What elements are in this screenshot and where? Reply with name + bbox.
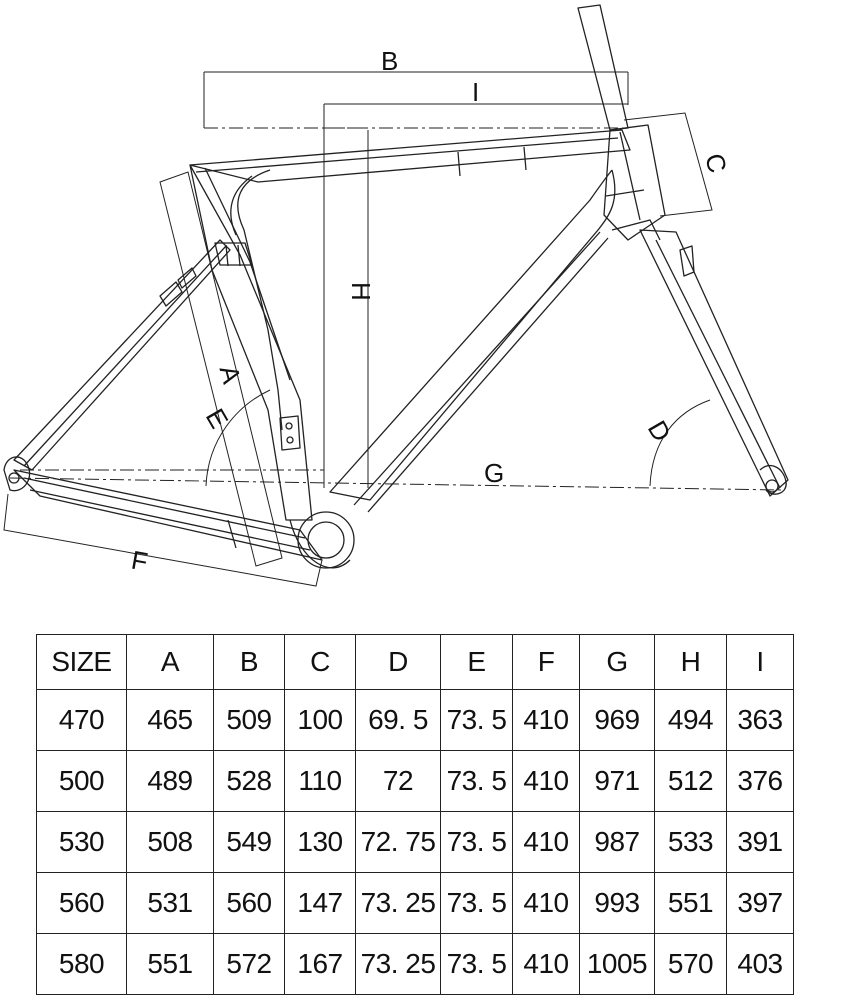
table-cell: 410 xyxy=(512,750,580,812)
table-cell: 130 xyxy=(284,811,356,873)
table-cell: 531 xyxy=(126,872,214,934)
table-cell: 73. 5 xyxy=(440,750,513,812)
table-cell: 512 xyxy=(654,750,727,812)
table-cell: 465 xyxy=(126,689,214,751)
table-cell: 73. 25 xyxy=(355,933,441,995)
label-i: I xyxy=(472,77,479,107)
table-cell: 410 xyxy=(512,933,580,995)
table-cell: 73. 5 xyxy=(440,872,513,934)
table-cell: 528 xyxy=(213,750,285,812)
steerer xyxy=(577,4,629,131)
frame-geometry-diagram: B I C H A E D G F xyxy=(3,4,789,587)
label-e: E xyxy=(200,403,235,433)
table-cell: 500 xyxy=(36,750,127,812)
label-g: G xyxy=(484,458,504,488)
table-cell: 470 xyxy=(36,689,127,751)
table-cell: 508 xyxy=(126,811,214,873)
label-b: B xyxy=(381,46,398,76)
table-header-cell: I xyxy=(726,634,794,690)
table-cell: 110 xyxy=(284,750,356,812)
table-cell: 72. 75 xyxy=(355,811,441,873)
label-d: D xyxy=(642,415,677,446)
head-tube xyxy=(603,124,666,241)
chain-stay xyxy=(13,469,323,561)
top-tube xyxy=(189,129,631,183)
table-cell: 73. 5 xyxy=(440,811,513,873)
table-header-cell: SIZE xyxy=(36,634,127,690)
table-cell: 73. 25 xyxy=(355,872,441,934)
table-cell: 403 xyxy=(726,933,794,995)
table-cell: 391 xyxy=(726,811,794,873)
bottom-bracket xyxy=(297,511,355,569)
table-cell: 489 xyxy=(126,750,214,812)
table-cell: 73. 5 xyxy=(440,933,513,995)
label-a: A xyxy=(214,362,248,387)
table-header-cell: H xyxy=(654,634,727,690)
table-header-cell: E xyxy=(440,634,513,690)
table-cell: 167 xyxy=(284,933,356,995)
table-cell: 397 xyxy=(726,872,794,934)
table-header-cell: G xyxy=(579,634,655,690)
table-cell: 72 xyxy=(355,750,441,812)
seat-tube xyxy=(189,164,313,521)
table-cell: 1005 xyxy=(579,933,655,995)
table-cell: 572 xyxy=(213,933,285,995)
table-cell: 993 xyxy=(579,872,655,934)
seat-stay xyxy=(13,239,231,471)
table-cell: 69. 5 xyxy=(355,689,441,751)
table-header-cell: C xyxy=(284,634,356,690)
table-cell: 509 xyxy=(213,689,285,751)
table-cell: 363 xyxy=(726,689,794,751)
table-cell: 73. 5 xyxy=(440,689,513,751)
table-cell: 560 xyxy=(36,872,127,934)
table-cell: 987 xyxy=(579,811,655,873)
table-cell: 969 xyxy=(579,689,655,751)
table-cell: 410 xyxy=(512,872,580,934)
table-cell: 533 xyxy=(654,811,727,873)
table-cell: 376 xyxy=(726,750,794,812)
table-cell: 560 xyxy=(213,872,285,934)
rear-dropout xyxy=(3,456,31,492)
table-header-cell: B xyxy=(213,634,285,690)
label-c: C xyxy=(699,150,733,176)
table-header-cell: A xyxy=(126,634,214,690)
table-cell: 147 xyxy=(284,872,356,934)
table-cell: 971 xyxy=(579,750,655,812)
table-header-cell: F xyxy=(512,634,580,690)
table-cell: 410 xyxy=(512,811,580,873)
table-cell: 410 xyxy=(512,689,580,751)
label-h: H xyxy=(346,282,376,301)
table-header-cell: D xyxy=(355,634,441,690)
table-cell: 551 xyxy=(126,933,214,995)
table-cell: 494 xyxy=(654,689,727,751)
label-f: F xyxy=(129,545,150,577)
table-cell: 580 xyxy=(36,933,127,995)
table-cell: 530 xyxy=(36,811,127,873)
table-cell: 570 xyxy=(654,933,727,995)
down-tube xyxy=(329,169,616,501)
table-cell: 549 xyxy=(213,811,285,873)
table-cell: 551 xyxy=(654,872,727,934)
table-cell: 100 xyxy=(284,689,356,751)
fork xyxy=(639,229,789,497)
